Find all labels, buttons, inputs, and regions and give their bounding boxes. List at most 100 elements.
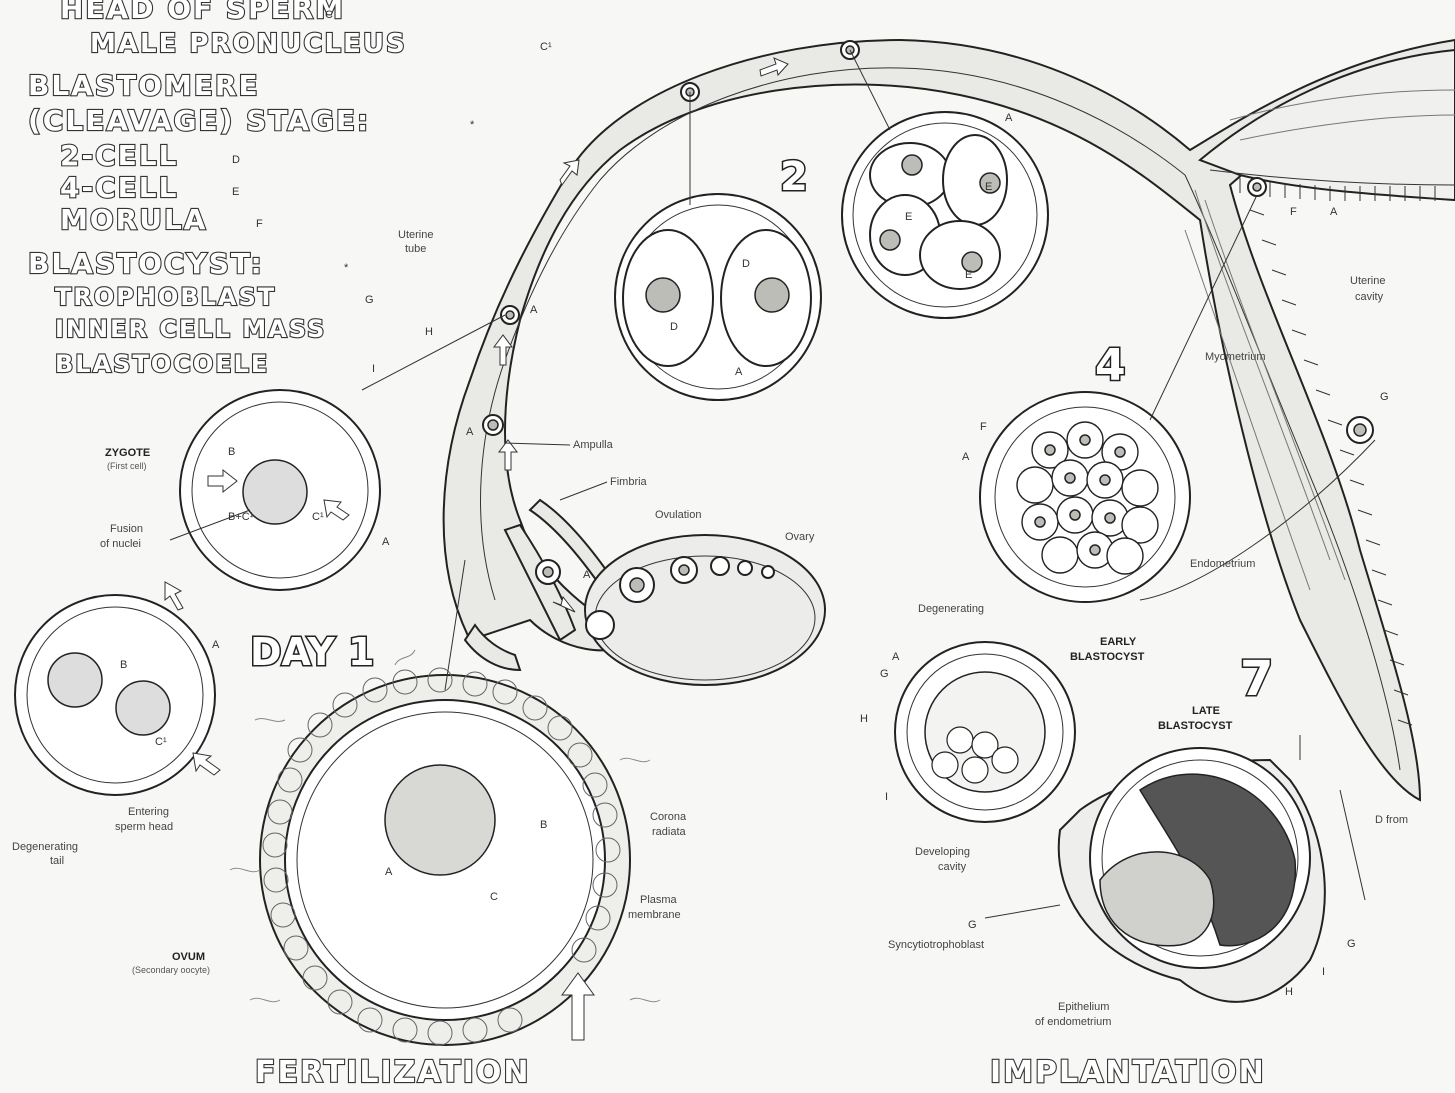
letter-f-uterus: F	[1290, 206, 1297, 218]
label-uterine-cavity-1: Uterine	[1350, 275, 1385, 287]
letter-c1-zygote: C¹	[312, 511, 324, 523]
letter-a-ovulation: A	[583, 569, 591, 581]
pronuclei-stage	[15, 582, 220, 795]
letter-c1-pronuclei: C¹	[155, 736, 167, 748]
label-epithelium-1: Epithelium	[1058, 1001, 1109, 1013]
label-developing-2: cavity	[938, 861, 967, 873]
label-late-blastocyst-1: LATE	[1192, 705, 1220, 717]
label-degenerating-tail-2: tail	[50, 855, 64, 867]
label-plasma-2: membrane	[628, 909, 681, 921]
letter-h-late: H	[1285, 986, 1293, 998]
legend-blastocoele: BLASTOCOELE	[55, 350, 269, 378]
heading-day4: 4	[1095, 340, 1126, 391]
label-d-from: D from	[1375, 814, 1408, 826]
label-ovum-sub: (Secondary oocyte)	[132, 965, 210, 975]
legend-cleavage-stage: (CLEAVAGE) STAGE:	[28, 104, 370, 137]
letter-a-2cell: A	[735, 366, 743, 378]
label-ovulation: Ovulation	[655, 509, 701, 521]
letter-a-early: A	[892, 651, 900, 663]
label-late-blastocyst-2: BLASTOCYST	[1158, 720, 1233, 732]
letter-a-ovum: A	[385, 866, 393, 878]
label-myometrium: Myometrium	[1205, 351, 1266, 363]
letter-a-pronuclei: A	[212, 639, 220, 651]
legend-blastomere: BLASTOMERE	[28, 69, 260, 102]
letter-a-uterus: A	[1330, 206, 1338, 218]
letter-bc-zygote: B+C¹	[228, 511, 254, 523]
label-ovum: OVUM	[172, 951, 205, 963]
legend-male-pronucleus-letter: C¹	[540, 41, 552, 53]
letter-g-late-right: G	[1347, 938, 1356, 950]
heading-day2: 2	[780, 154, 808, 200]
letter-g-uterus: G	[1380, 391, 1389, 403]
letter-d-left: D	[670, 321, 678, 333]
label-entering-1: Entering	[128, 806, 169, 818]
legend-four-cell: 4-CELL	[60, 171, 178, 204]
letter-b-zygote: B	[228, 446, 235, 458]
legend-blastocoele-letter: I	[372, 363, 375, 375]
label-fimbria: Fimbria	[610, 476, 648, 488]
label-degenerating: Degenerating	[918, 603, 984, 615]
label-fusion-2: of nuclei	[100, 538, 141, 550]
label-uterine-tube-2: tube	[405, 243, 426, 255]
letter-e-2: E	[905, 211, 912, 223]
letter-g-late: G	[968, 919, 977, 931]
label-entering-2: sperm head	[115, 821, 173, 833]
label-corona-2: radiata	[652, 826, 687, 838]
legend-morula-letter: F	[256, 218, 263, 230]
legend-two-cell: 2-CELL	[60, 139, 178, 172]
label-epithelium-2: of endometrium	[1035, 1016, 1111, 1028]
letter-a-tube: A	[530, 304, 538, 316]
legend-two-cell-letter: D	[232, 154, 240, 166]
heading-day1: DAY 1	[250, 630, 375, 674]
legend-four-cell-letter: E	[232, 186, 239, 198]
label-syncytiotrophoblast: Syncytiotrophoblast	[888, 939, 984, 951]
letter-c-ovum: C	[490, 891, 498, 903]
letter-a-ampulla: A	[466, 426, 474, 438]
label-ovary: Ovary	[785, 531, 815, 543]
legend-trophoblast: TROPHOBLAST	[55, 283, 276, 311]
label-ampulla: Ampulla	[573, 439, 614, 451]
letter-e-1: E	[985, 181, 992, 193]
legend-blastocyst: BLASTOCYST:	[28, 247, 264, 280]
legend-inner-cell-mass: INNER CELL MASS	[55, 315, 326, 343]
legend-head-of-sperm: HEAD OF SPERM	[60, 0, 345, 25]
legend-male-pronucleus: MALE PRONUCLEUS	[90, 29, 407, 59]
heading-implantation: IMPLANTATION	[990, 1055, 1266, 1090]
letter-f-morula: F	[980, 421, 987, 433]
heading-day7: 7	[1240, 651, 1273, 707]
label-developing-1: Developing	[915, 846, 970, 858]
letter-b-ovum: B	[540, 819, 547, 831]
letter-i-late: I	[1322, 966, 1325, 978]
legend-head-of-sperm-letter: C	[325, 9, 333, 21]
label-corona-1: Corona	[650, 811, 687, 823]
label-degenerating-tail-1: Degenerating	[12, 841, 78, 853]
label-fusion-1: Fusion	[110, 523, 143, 535]
late-blastocyst	[1059, 735, 1365, 1002]
label-zygote-sub: (First cell)	[107, 461, 147, 471]
letter-a-4cell: A	[1005, 112, 1013, 124]
legend: HEAD OF SPERM C MALE PRONUCLEUS C¹ BLAST…	[28, 0, 552, 378]
label-early-blastocyst-1: EARLY	[1100, 636, 1137, 648]
label-uterine-tube-1: Uterine	[398, 229, 433, 241]
legend-inner-cell-mass-letter: H	[425, 326, 433, 338]
letter-e-3: E	[965, 269, 972, 281]
label-early-blastocyst-2: BLASTOCYST	[1070, 651, 1145, 663]
letter-d-right: D	[742, 258, 750, 270]
letter-a-zygote: A	[382, 536, 390, 548]
heading-fertilization: FERTILIZATION	[255, 1055, 531, 1090]
label-uterine-cavity-2: cavity	[1355, 291, 1384, 303]
label-endometrium: Endometrium	[1190, 558, 1255, 570]
label-zygote: ZYGOTE	[105, 447, 150, 459]
letter-i-early: I	[885, 791, 888, 803]
legend-blastocyst-letter: *	[344, 262, 349, 274]
legend-trophoblast-letter: G	[365, 294, 374, 306]
letter-a-morula: A	[962, 451, 970, 463]
legend-cleavage-letter: *	[470, 119, 475, 131]
letter-h-early: H	[860, 713, 868, 725]
letter-b-pronuclei: B	[120, 659, 127, 671]
label-plasma-1: Plasma	[640, 894, 678, 906]
legend-morula: MORULA	[60, 203, 207, 236]
letter-g-early: G	[880, 668, 889, 680]
